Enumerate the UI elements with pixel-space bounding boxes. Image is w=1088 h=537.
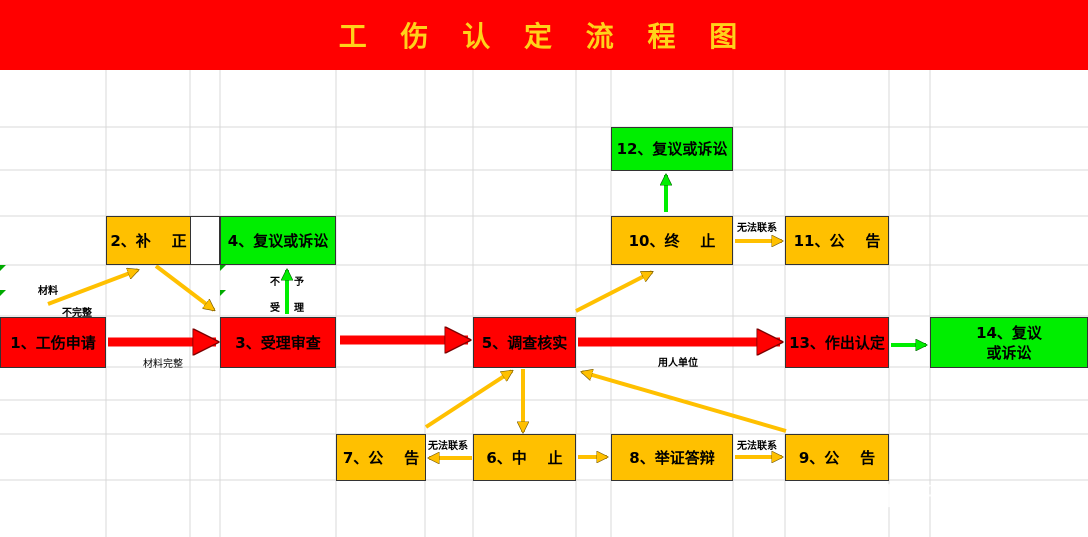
title-bar: 工 伤 认 定 流 程 图 (0, 0, 1088, 70)
node-4-review-or-litigation: 4、复议或诉讼 (220, 216, 336, 265)
page-title: 工 伤 认 定 流 程 图 (338, 20, 750, 53)
node-2-supplement: 2、补 正 (106, 216, 191, 265)
edge-label-materials-complete: 材料完整 (143, 359, 183, 370)
cell-indicator-mark (0, 265, 6, 271)
edge-label-employer: 用人单位 (658, 358, 698, 369)
watermark: 知乎 @种子会长大 (796, 482, 1013, 512)
edge-label-unreachable-right: 无法联系 (737, 441, 777, 452)
node-13-make-determination: 13、作出认定 (785, 317, 889, 368)
node-3-acceptance-review: 3、受理审查 (220, 317, 336, 368)
node-8-evidence-defense: 8、举证答辩 (611, 434, 733, 481)
cell-indicator-mark (220, 290, 226, 296)
node-14-review-or-litigation: 14、复议 或诉讼 (930, 317, 1088, 368)
empty-cell (190, 216, 220, 265)
node-7-notice: 7、公 告 (336, 434, 426, 481)
edge-label-unreachable-left: 无法联系 (428, 441, 468, 452)
node-6-suspension: 6、中 止 (473, 434, 576, 481)
node-1-injury-application: 1、工伤申请 (0, 317, 106, 368)
cell-indicator-mark (220, 265, 226, 271)
edge-label-unreachable-top: 无法联系 (737, 223, 777, 234)
arrow-2-to-3 (154, 264, 214, 312)
edge-label-handle: 理 (294, 303, 304, 314)
edge-label-not: 不 (270, 277, 280, 288)
edge-label-accept: 受 (270, 303, 280, 314)
node-9-notice: 9、公 告 (785, 434, 889, 481)
cell-indicator-mark (0, 290, 6, 296)
node-11-notice: 11、公 告 (785, 216, 889, 265)
node-5-investigation: 5、调查核实 (473, 317, 576, 368)
edge-label-materials: 材料 (38, 286, 58, 297)
arrow-5-to-10 (575, 270, 652, 313)
edge-label-incomplete: 不完整 (62, 308, 92, 319)
node-10-termination: 10、终 止 (611, 216, 733, 265)
arrow-6-to-5 (424, 369, 512, 429)
edge-label-give: 予 (294, 277, 304, 288)
arrow-9-to-5 (582, 372, 787, 433)
node-12-review-or-litigation: 12、复议或诉讼 (611, 127, 733, 171)
arrow-1-to-2 (47, 270, 138, 306)
